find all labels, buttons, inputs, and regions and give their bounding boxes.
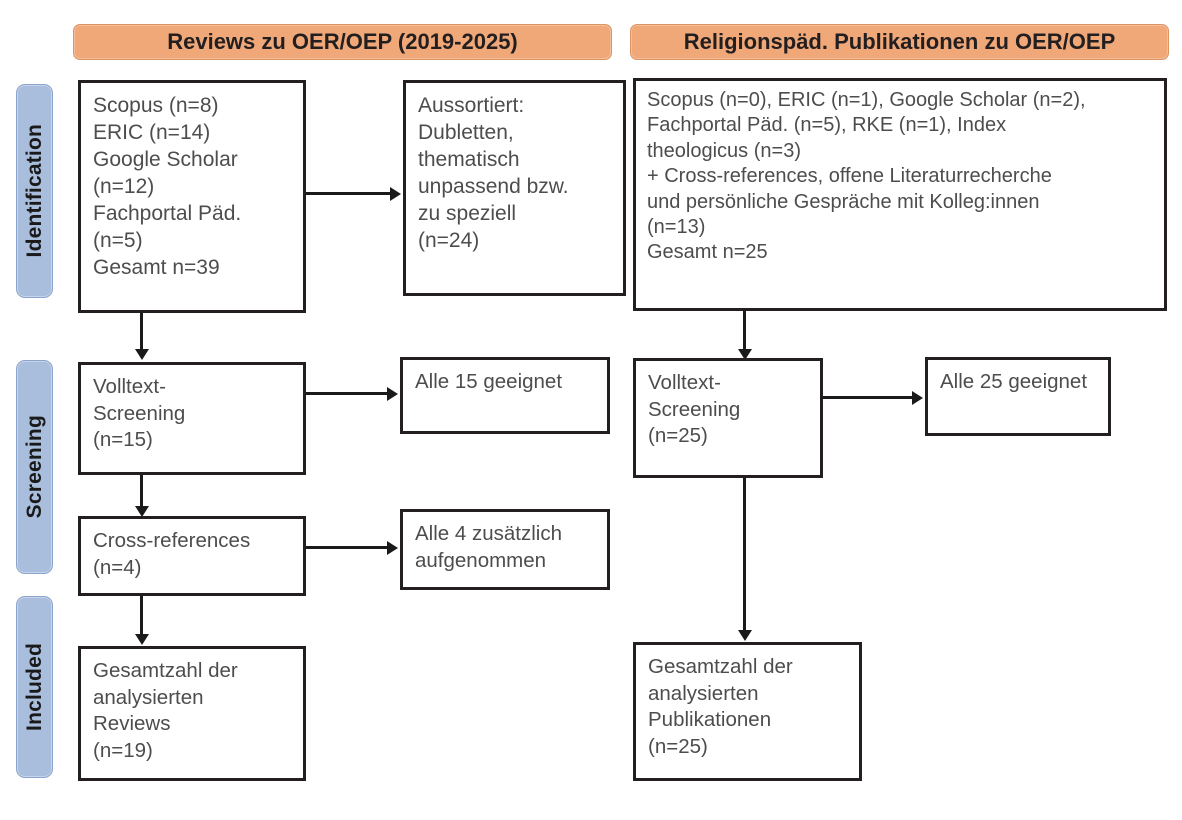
arrowhead-left-screening-to-result [387,387,398,401]
connector-left-crossrefs-to-result [306,546,388,549]
connector-left-crossrefs-to-included [140,596,143,637]
column-header-left-text: Reviews zu OER/OEP (2019-2025) [167,29,518,54]
column-header-right: Religionspäd. Publikationen zu OER/OEP [630,24,1169,60]
box-left-excluded: Aussortiert: Dubletten, thematisch unpas… [403,80,626,296]
box-left-crossrefs-result: Alle 4 zusätzlich aufgenommen [400,509,610,590]
arrowhead-left-crossrefs-to-included [135,634,149,645]
stage-label-screening: Screening [22,415,46,519]
arrowhead-right-screening-to-result [912,391,923,405]
box-right-included-total: Gesamtzahl der analysierten Publikatione… [633,642,862,781]
connector-left-screening-to-result [306,392,388,395]
connector-right-screening-to-included [743,478,746,633]
arrowhead-left-crossrefs-to-result [387,541,398,555]
column-header-left: Reviews zu OER/OEP (2019-2025) [73,24,612,60]
arrowhead-left-identification-to-excluded [390,187,401,201]
arrowhead-left-screening-to-crossrefs [135,506,149,517]
box-right-screening-result: Alle 25 geeignet [925,357,1111,436]
stage-badge-included: Included [16,596,53,778]
connector-left-identification-to-screening [140,313,143,351]
arrowhead-left-identification-to-screening [135,349,149,360]
column-header-right-text: Religionspäd. Publikationen zu OER/OEP [683,29,1116,54]
stage-label-included: Included [22,643,46,731]
arrowhead-right-screening-to-included [738,630,752,641]
connector-left-screening-to-crossrefs [140,475,143,509]
connector-right-screening-to-result [823,396,913,399]
box-left-identification-sources: Scopus (n=8) ERIC (n=14) Google Scholar … [78,80,306,313]
box-left-cross-references: Cross-references (n=4) [78,516,306,596]
box-left-screening-result: Alle 15 geeignet [400,357,610,434]
arrowhead-right-identification-to-screening [738,349,752,360]
stage-badge-screening: Screening [16,360,53,574]
box-right-fulltext-screening: Volltext- Screening (n=25) [633,358,823,478]
box-right-identification-sources: Scopus (n=0), ERIC (n=1), Google Scholar… [633,78,1167,311]
connector-right-identification-to-screening [743,311,746,351]
stage-label-identification: Identification [22,124,46,258]
box-left-included-total: Gesamtzahl der analysierten Reviews (n=1… [78,646,306,781]
connector-left-identification-to-excluded [306,192,390,195]
box-left-fulltext-screening: Volltext- Screening (n=15) [78,362,306,475]
stage-badge-identification: Identification [16,84,53,298]
